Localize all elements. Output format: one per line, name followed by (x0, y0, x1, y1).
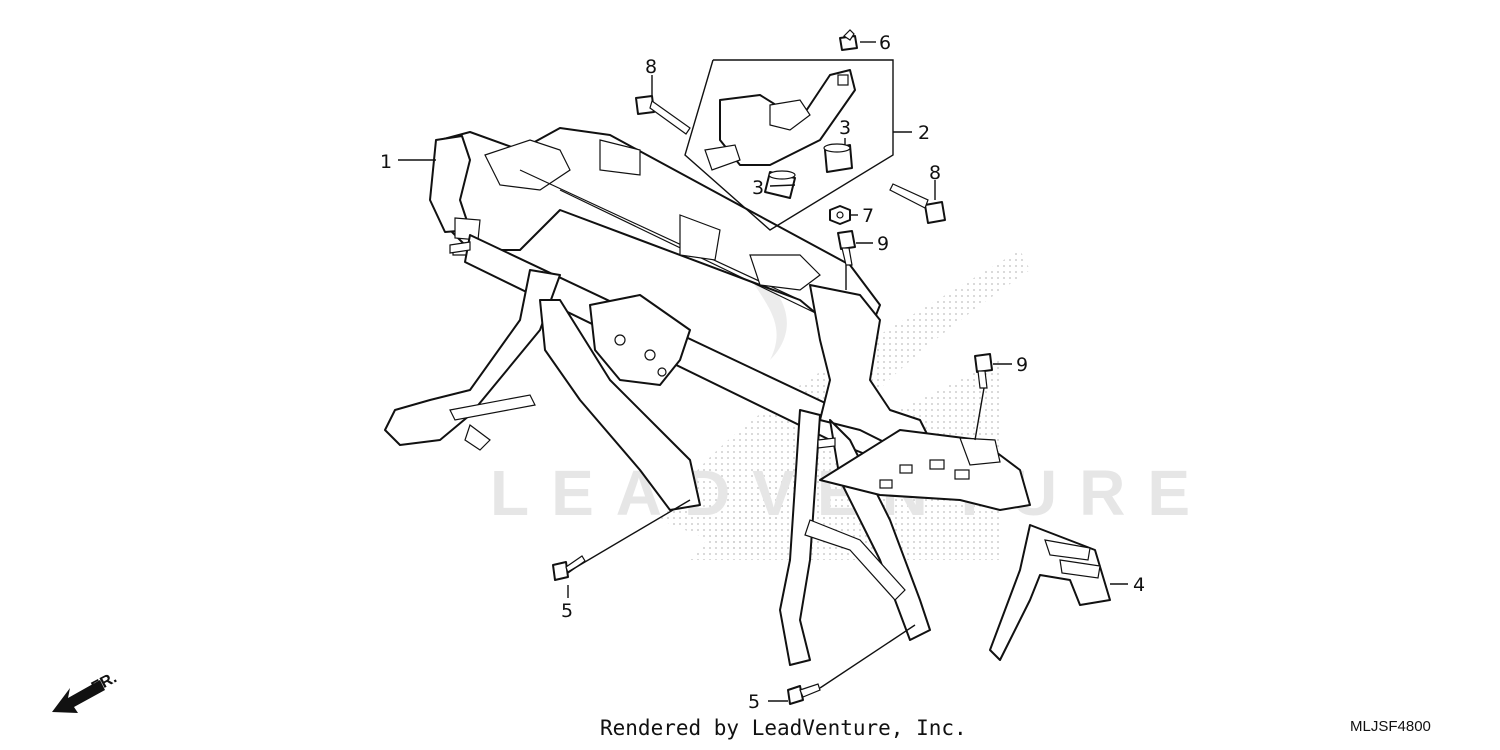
callout-2: 2 (918, 122, 930, 144)
callout-3b: 3 (752, 177, 764, 199)
main-frame-part-1 (384, 127, 1031, 666)
footer-credit: Rendered by LeadVenture, Inc. (600, 716, 967, 740)
side-bracket-part-4 (989, 524, 1111, 661)
bolt-part-5b (787, 683, 821, 705)
callout-3a: 3 (839, 117, 851, 139)
leader-lines (398, 41, 1128, 702)
diagram-code: MLJSF4800 (1350, 718, 1431, 735)
callout-7: 7 (862, 205, 874, 227)
callout-6: 6 (879, 32, 891, 54)
bolt-part-5a (552, 555, 586, 581)
callout-5b: 5 (748, 691, 760, 713)
callout-5a: 5 (561, 600, 573, 622)
bracket-assembly-part-2 (684, 59, 894, 231)
callout-8b: 8 (929, 162, 941, 184)
bolt-part-8a (635, 95, 691, 135)
bolt-part-9b (974, 353, 993, 389)
callout-4: 4 (1133, 574, 1145, 596)
callout-8a: 8 (645, 56, 657, 78)
collar-part-3a (823, 143, 853, 173)
callout-1: 1 (380, 151, 392, 173)
nut-part-7 (829, 205, 851, 225)
clip-part-6 (839, 29, 858, 51)
callout-9b: 9 (1016, 354, 1028, 376)
callout-9a: 9 (877, 233, 889, 255)
front-direction-arrow: FR. (52, 669, 120, 713)
bolt-part-9a (837, 230, 856, 266)
bolt-part-8b (889, 183, 946, 224)
